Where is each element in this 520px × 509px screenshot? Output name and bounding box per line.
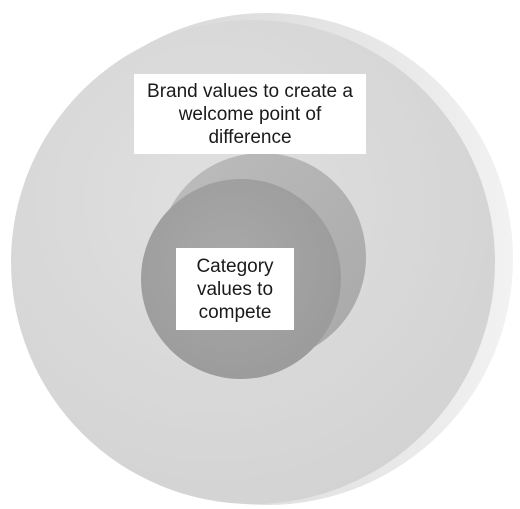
category-values-label: Category values to compete <box>176 248 294 330</box>
brand-values-label: Brand values to create a welcome point o… <box>134 74 366 154</box>
category-values-text: Category values to compete <box>196 255 274 323</box>
brand-values-text: Brand values to create a welcome point o… <box>147 80 353 148</box>
